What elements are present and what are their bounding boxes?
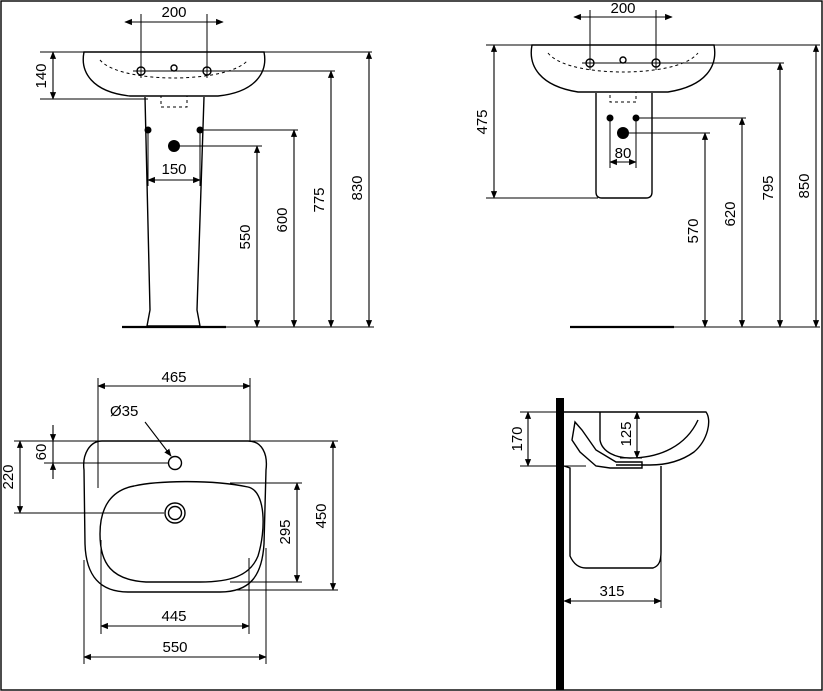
waste-trap-section — [571, 420, 643, 469]
leader-tap-hole-diameter — [144, 421, 172, 457]
tap-hole — [167, 455, 183, 471]
dim-label-rim-to-bottom: 475 — [474, 109, 491, 134]
dim-label-overall-depth: 450 — [313, 503, 330, 528]
dim-label-projection: 315 — [599, 583, 624, 600]
wall-section — [556, 398, 564, 690]
dim-label-fixing-height: 620 — [722, 201, 739, 226]
dim-label-inner-width: 445 — [161, 608, 186, 625]
dim-label-overall-height: 850 — [796, 173, 813, 198]
basin-profile-inner — [599, 412, 699, 459]
dim-label-waste-offset: 220 — [0, 464, 17, 489]
side-section-view: 170 125 315 — [509, 398, 710, 690]
dim-label-fixing-height: 600 — [274, 207, 291, 232]
dim-label-bowl-width: 465 — [161, 369, 186, 386]
basin-overflow-line — [99, 59, 249, 79]
waste-outlet — [168, 140, 180, 152]
pedestal-column — [144, 96, 205, 327]
waste-trap — [609, 91, 637, 103]
dim-label-front-height: 170 — [509, 426, 526, 451]
waste-hole-outer — [164, 502, 186, 524]
dim-label-tap-height: 795 — [760, 175, 777, 200]
dim-label-tap-hole-offset: 60 — [33, 444, 50, 461]
basin-outer-outline — [83, 440, 268, 593]
front-pedestal-view: 200 140 150 550 600 775 830 — [33, 4, 374, 329]
dim-label-fixing-spacing: 80 — [615, 145, 632, 162]
dim-label-tap-spacing: 200 — [610, 0, 635, 17]
waste-trap — [160, 95, 188, 108]
basin-profile-outer — [564, 411, 710, 466]
waste-hole-inner — [167, 505, 183, 521]
dim-label-overall-width: 550 — [162, 639, 187, 656]
basin-outline — [82, 51, 266, 97]
front-semi-pedestal-view: 200 475 80 570 620 795 850 — [474, 0, 820, 329]
waste-outlet — [617, 127, 629, 139]
plan-view: 465 Ø35 60 220 295 450 445 — [0, 369, 338, 664]
basin-bowl-outline — [99, 480, 264, 583]
semi-pedestal-section — [563, 465, 662, 569]
dim-label-bowl-depth: 295 — [277, 519, 294, 544]
dim-label-bowl-height: 125 — [618, 421, 635, 446]
dim-label-tap-hole-diameter: Ø35 — [110, 403, 138, 420]
dim-label-fixing-spacing: 150 — [161, 161, 186, 178]
dim-label-waste-height: 550 — [237, 224, 254, 249]
basin-overflow-line — [547, 52, 699, 73]
dim-label-basin-depth: 140 — [33, 63, 50, 88]
basin-outline — [530, 44, 716, 93]
tap-hole-center — [619, 56, 627, 64]
dim-label-tap-spacing: 200 — [161, 4, 186, 21]
semi-pedestal-shroud — [595, 93, 653, 199]
dim-label-waste-height: 570 — [685, 218, 702, 243]
tap-hole-center — [170, 64, 178, 72]
dim-label-tap-height: 775 — [311, 187, 328, 212]
dim-label-overall-height: 830 — [349, 175, 366, 200]
